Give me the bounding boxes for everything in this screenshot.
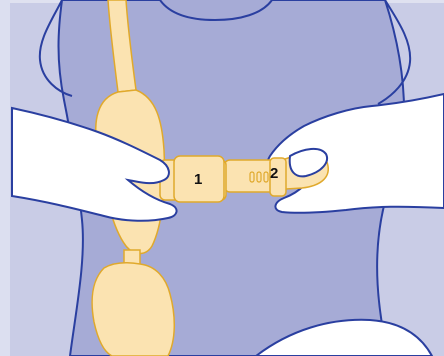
left-border [0, 0, 10, 356]
belt-notch [250, 172, 254, 182]
belt-notch [257, 172, 261, 182]
step-label-1: 1 [194, 171, 202, 188]
belt-notch [264, 172, 268, 182]
step-label-2: 2 [270, 165, 278, 182]
lower-pouch [92, 263, 174, 356]
